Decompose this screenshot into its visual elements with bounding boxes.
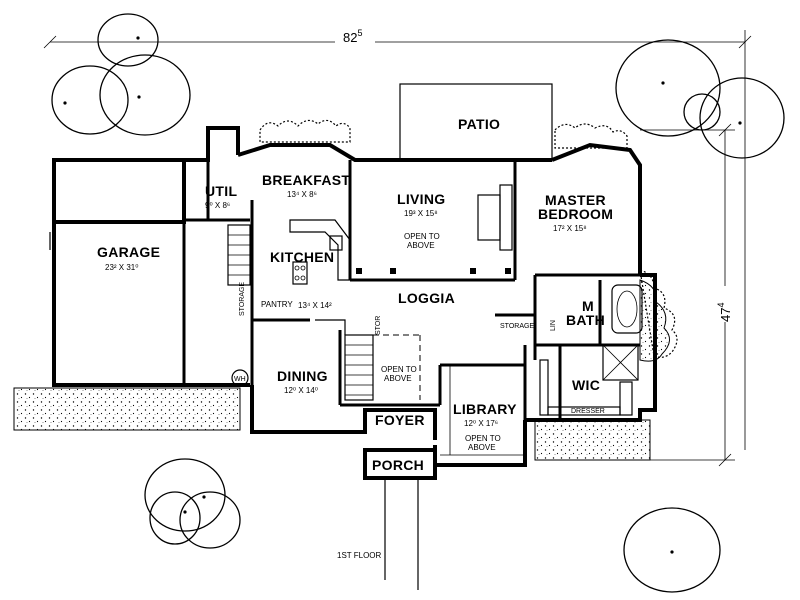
column [470, 268, 476, 274]
details [49, 184, 643, 456]
column [390, 268, 396, 274]
tree-bottom-right [623, 507, 721, 593]
stor-label: STOR [375, 316, 382, 335]
fireplace [477, 184, 513, 251]
porch-label: PORCH [372, 457, 424, 473]
stair-main [315, 319, 421, 401]
stair-note2: ABOVE [384, 374, 412, 383]
mbath-label-1: M [582, 298, 594, 314]
master-dims: 17² X 15⁸ [553, 224, 587, 233]
depth-dim-sup: 4 [716, 303, 726, 308]
svg-text:474: 474 [716, 303, 733, 322]
library-note1: OPEN TO [465, 434, 501, 443]
dresser-label: DRESSER [571, 408, 605, 415]
column [505, 268, 511, 274]
wic-shelves [539, 359, 633, 416]
tree-bottom-left [144, 458, 241, 549]
stair-left [227, 224, 251, 286]
kitchen-label: KITCHEN [270, 249, 334, 265]
library-label: LIBRARY [453, 401, 517, 417]
living-label: LIVING [397, 191, 445, 207]
breakfast-dims: 13⁴ X 8⁶ [287, 190, 317, 199]
floor-caption: 1ST FLOOR [337, 551, 382, 560]
width-dim-sup: 5 [357, 28, 362, 38]
patio: PATIO [399, 83, 553, 161]
util-label: UTIL [205, 183, 237, 199]
tree-top-left [51, 13, 191, 136]
lin-label: LIN [550, 320, 557, 331]
library-note2: ABOVE [468, 443, 496, 452]
wic-label: WIC [572, 377, 600, 393]
dining-label: DINING [277, 368, 328, 384]
loggia-label: LOGGIA [398, 290, 455, 306]
width-dim-main: 82 [343, 30, 357, 45]
dining-dims: 12⁰ X 14⁰ [284, 386, 318, 395]
patio-label: PATIO [458, 116, 500, 132]
foyer-label: FOYER [375, 412, 425, 428]
living-note1: OPEN TO [404, 232, 440, 241]
living-note2: ABOVE [407, 241, 435, 250]
kitchen-dims: 13⁴ X 14² [298, 301, 332, 310]
util-dims: 9⁰ X 8⁶ [205, 201, 230, 210]
garage-dims: 23² X 31⁰ [105, 263, 138, 272]
bath-storage-label: STORAGE [500, 323, 534, 330]
room-labels: BREAKFAST 13⁴ X 8⁶ UTIL 9⁰ X 8⁶ LIVING 1… [97, 172, 613, 560]
wh-label: WH [234, 376, 246, 383]
pantry-label: PANTRY [261, 300, 293, 309]
tree-top-right [615, 39, 785, 159]
width-dimension: 825 [43, 28, 752, 450]
master-label-1: MASTER [545, 192, 606, 208]
mbath-label-2: BATH [566, 312, 605, 328]
library-dims: 12⁰ X 17⁶ [464, 419, 498, 428]
column [356, 268, 362, 274]
svg-text:825: 825 [343, 28, 362, 45]
depth-dimension: 474 [640, 123, 735, 467]
breakfast-label: BREAKFAST [262, 172, 350, 188]
walkway [384, 478, 419, 590]
garage-label: GARAGE [97, 244, 160, 260]
trees [51, 13, 785, 593]
stair-note1: OPEN TO [381, 365, 417, 374]
landscaping [13, 119, 678, 461]
living-dims: 19³ X 15⁸ [404, 209, 438, 218]
side-storage-label: STORAGE [239, 282, 246, 316]
master-label-2: BEDROOM [538, 206, 613, 222]
depth-dim-main: 47 [718, 308, 733, 322]
